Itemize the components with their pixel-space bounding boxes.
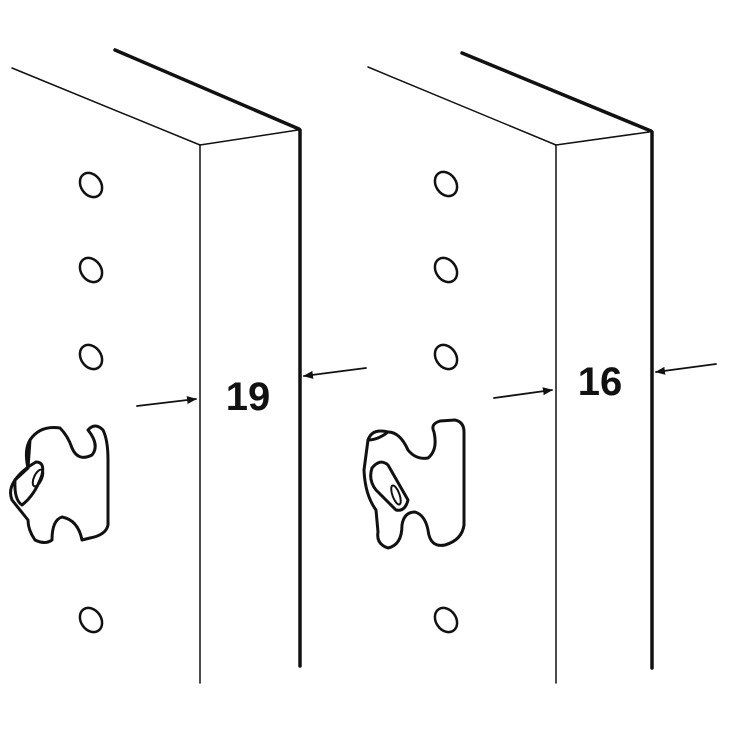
panel-back-edge <box>460 51 653 133</box>
thickness-label: 16 <box>578 360 623 404</box>
panel-top-side-edge <box>367 66 557 146</box>
hole <box>78 343 104 371</box>
hole <box>433 343 459 371</box>
hole <box>78 606 104 634</box>
shelf-pin-holes <box>78 171 104 634</box>
hole <box>78 171 104 199</box>
hole <box>433 170 459 198</box>
thickness-label: 19 <box>226 375 271 419</box>
panel-back-edge <box>113 48 301 131</box>
dimension-arrow-right <box>303 367 367 379</box>
panel-top-front-edge <box>199 129 299 146</box>
hole <box>78 256 104 284</box>
hole <box>433 256 459 284</box>
panel-top-front-edge <box>555 131 650 146</box>
mounting-clip <box>9 424 110 544</box>
panel-16mm: 16 <box>362 51 717 684</box>
dimension-arrow-right <box>655 363 717 375</box>
panel-top-side-edge <box>11 67 201 146</box>
mounting-clip <box>362 418 466 550</box>
panel-19mm: 19 <box>9 48 367 684</box>
hole <box>433 606 459 634</box>
dimension-arrow-left <box>493 387 553 399</box>
dimension-arrow-left <box>136 396 197 407</box>
shelf-pin-holes <box>433 170 459 634</box>
